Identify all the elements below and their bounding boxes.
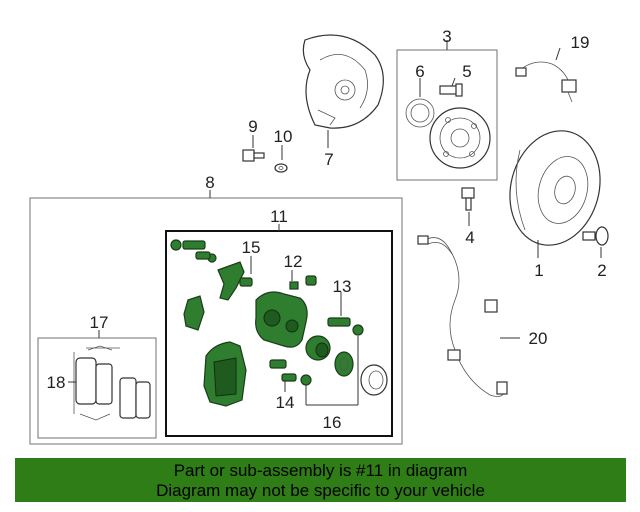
callout-7: 7 [324,150,333,169]
callout-15: 15 [242,238,261,257]
bolt-9-part [242,149,265,162]
seal-ring-part [360,364,388,396]
callout-16: 16 [323,413,342,432]
wheel-stud-part [582,226,609,246]
callout-19: 19 [571,33,590,52]
brake-pads-part [73,345,151,421]
sensor-cable-part [417,235,508,397]
callout-5: 5 [462,62,471,81]
callout-4: 4 [465,228,474,247]
callout-20: 20 [529,329,548,348]
callout-9: 9 [248,117,257,136]
dust-shield-part [302,34,384,129]
washer-10-part [274,163,288,173]
diagram-notice-banner: Part or sub-assembly is #11 in diagram D… [15,458,626,502]
caliper-assembly-highlight[interactable] [170,239,364,407]
callout-11[interactable]: 11 [270,207,288,226]
callout-14: 14 [276,393,295,412]
group-box-17 [37,337,157,439]
callout-8: 8 [205,173,214,192]
brake-disc-part [509,130,601,246]
callout-18: 18 [47,373,66,392]
speed-sensor-rear-part [515,61,577,103]
callout-3: 3 [442,27,451,46]
hub-bolt-part [461,187,475,211]
callout-12: 12 [284,252,303,271]
notice-line-disclaimer: Diagram may not be specific to your vehi… [156,481,485,500]
exploded-parts-diagram: 1 2 3 4 5 6 7 8 9 10 11 12 13 14 15 16 1… [29,27,609,445]
callout-10: 10 [274,127,293,146]
group-box-8 [29,197,403,445]
callout-17: 17 [90,313,109,332]
notice-line-part-number: Part or sub-assembly is #11 in diagram [173,461,468,480]
callout-2: 2 [597,261,606,280]
callout-13: 13 [333,277,352,296]
callout-1: 1 [534,261,543,280]
wheel-hub-part [405,83,491,169]
callout-6: 6 [415,62,424,81]
